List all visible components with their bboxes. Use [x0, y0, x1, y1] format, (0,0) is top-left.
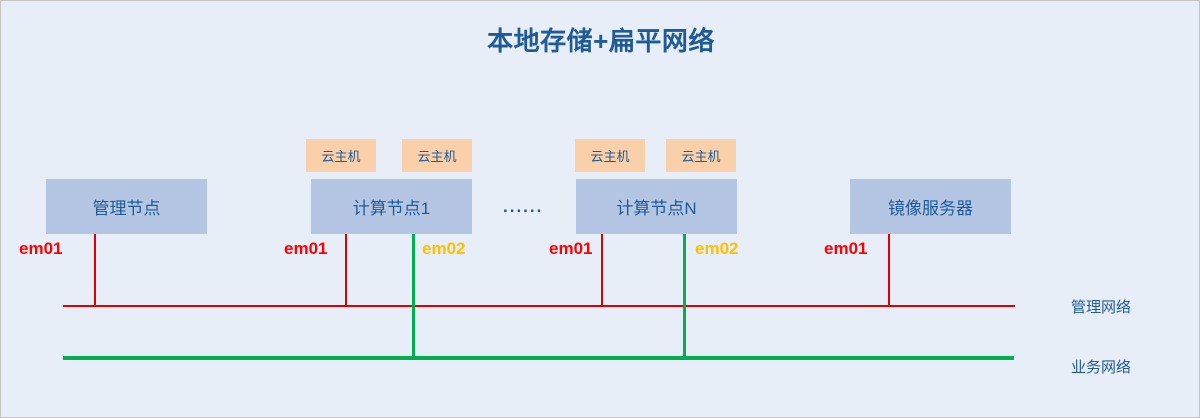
- node-label: 镜像服务器: [888, 199, 973, 218]
- node-label: 管理节点: [92, 199, 161, 218]
- nic-label-em01-image-server: em01: [824, 239, 868, 258]
- mgmt-drop-management-node: [94, 234, 96, 306]
- mgmt-drop-compute-1: [345, 234, 347, 306]
- vm-label: 云主机: [590, 149, 630, 164]
- nic-label-em01-management-node: em01: [19, 239, 63, 258]
- page-title: 本地存储+扁平网络: [487, 26, 715, 56]
- vm-box-computeN-b: 云主机: [666, 139, 736, 172]
- label-business-network: 业务网络: [1071, 359, 1132, 376]
- vm-label: 云主机: [321, 149, 361, 164]
- node-image-server: 镜像服务器: [850, 179, 1011, 234]
- node-label: 计算节点1: [352, 199, 431, 218]
- nic-label-em01-compute-1: em01: [284, 239, 328, 258]
- nic-label-em02-compute-1: em02: [422, 239, 466, 258]
- node-compute-n: 计算节点N: [576, 179, 737, 234]
- vm-box-compute1-b: 云主机: [402, 139, 472, 172]
- management-network-bus: [63, 305, 1015, 307]
- vm-label: 云主机: [681, 149, 721, 164]
- node-compute-1: 计算节点1: [311, 179, 472, 234]
- node-label: 计算节点N: [616, 199, 697, 218]
- nic-label-em02-compute-n: em02: [695, 239, 739, 258]
- vm-label: 云主机: [417, 149, 457, 164]
- ellipsis-separator: ......: [503, 197, 544, 216]
- biz-drop-compute-n: [683, 234, 686, 359]
- label-management-network: 管理网络: [1071, 299, 1132, 316]
- vm-box-compute1-a: 云主机: [306, 139, 376, 172]
- mgmt-drop-image-server: [888, 234, 890, 306]
- vm-box-computeN-a: 云主机: [575, 139, 645, 172]
- business-network-bus: [63, 356, 1014, 360]
- biz-drop-compute-1: [412, 234, 415, 359]
- nic-label-em01-compute-n: em01: [549, 239, 593, 258]
- node-management: 管理节点: [46, 179, 207, 234]
- mgmt-drop-compute-n: [601, 234, 603, 306]
